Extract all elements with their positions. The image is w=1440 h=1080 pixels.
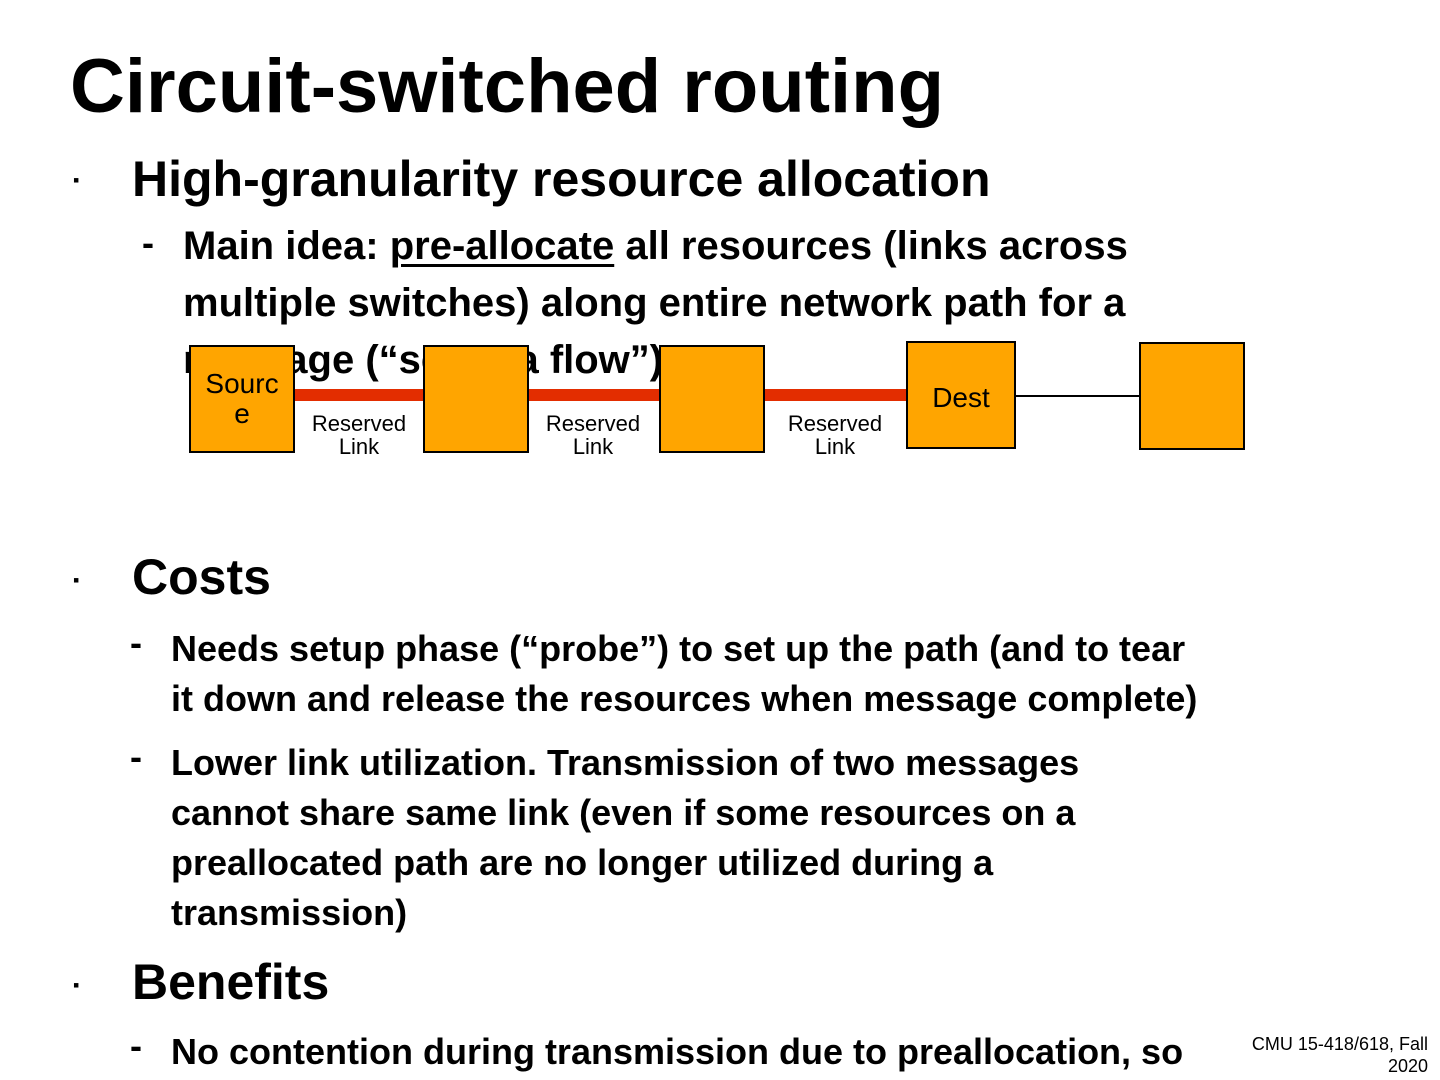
costs-item-2-line-1: Lower link utilization. Transmission of … (171, 742, 1080, 783)
bullet-icon: ▪ (73, 570, 80, 590)
dest-node: Dest (906, 341, 1016, 449)
switch-node-3 (1139, 342, 1245, 450)
benefits-item-1-line-1: No contention during transmission due to… (171, 1031, 1184, 1072)
main-idea-line-2: multiple switches) along entire network … (183, 281, 1126, 325)
costs-item-2-line-3: preallocated path are no longer utilized… (171, 842, 994, 883)
costs-item-2-line-2: cannot share same link (even if some res… (171, 792, 1076, 833)
bullet-icon: ▪ (73, 170, 80, 190)
main-idea-line-1: Main idea: pre-allocate all resources (l… (183, 224, 1128, 268)
dash-icon: - (142, 222, 154, 263)
costs-item-2-line-4: transmission) (171, 892, 408, 933)
pre-allocate-underlined: pre-allocate (389, 224, 615, 268)
dash-icon: - (130, 736, 142, 777)
dash-icon: - (130, 622, 142, 663)
costs-item-1-line-1: Needs setup phase (“probe”) to set up th… (171, 628, 1186, 669)
switch-node-1 (423, 345, 529, 453)
heading-benefits: Benefits (132, 954, 330, 1010)
costs-item-1-line-2: it down and release the resources when m… (171, 678, 1198, 719)
switch-node-2 (659, 345, 765, 453)
source-label-1: Sourc (205, 368, 279, 399)
dash-icon: - (130, 1025, 142, 1066)
plain-link-line (1014, 395, 1140, 397)
bullet-icon: ▪ (73, 975, 80, 995)
footer-year: 2020 (1387, 1056, 1428, 1076)
slide-title: Circuit-switched routing (70, 44, 944, 129)
dest-label: Dest (932, 382, 990, 413)
heading-costs: Costs (132, 549, 271, 605)
slide-footer: CMU 15-418/618, Fall 2020 (1252, 1033, 1428, 1077)
source-label-2: e (234, 398, 250, 429)
footer-course: CMU 15-418/618, Fall (1251, 1034, 1428, 1054)
reserved-path-line (295, 389, 915, 401)
heading-resource-allocation: High-granularity resource allocation (132, 151, 991, 207)
